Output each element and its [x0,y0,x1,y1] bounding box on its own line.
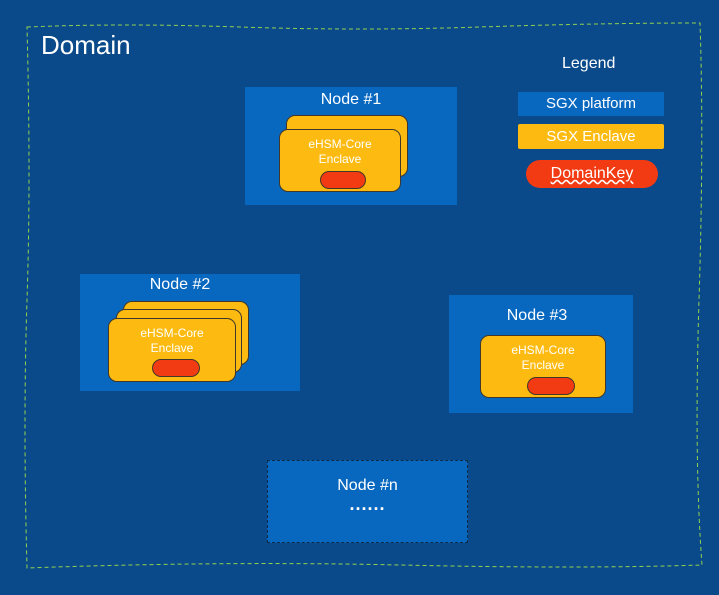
node-3: Node #3 eHSM-Core Enclave [449,295,633,413]
legend-sgx-enclave: SGX Enclave [518,124,664,149]
node-n-title: Node #n [337,477,398,494]
more-nodes-ellipsis: ...... [349,494,386,514]
enclave-label: eHSM-Core Enclave [511,343,575,372]
enclave-label: eHSM-Core Enclave [308,137,372,166]
node-2: Node #2 eHSM-Core Enclave [80,274,300,391]
domain-key [527,377,575,395]
ehsm-core-enclave: eHSM-Core Enclave [480,335,606,398]
node-1-title: Node #1 [320,91,382,108]
legend-title: Legend [562,55,616,72]
domain-title: Domain [41,30,131,60]
legend-domain-key: DomainKey [526,160,658,188]
ehsm-core-enclave: eHSM-Core Enclave [279,129,401,192]
node-1: Node #1 eHSM-Core Enclave [245,87,457,205]
node-n: Node #n ...... [267,460,468,543]
domain-key [152,359,200,377]
enclave-label: eHSM-Core Enclave [140,326,204,355]
legend-sgx-platform: SGX platform [518,92,664,116]
domain-key [320,171,366,189]
node-2-title: Node #2 [149,276,211,293]
node-3-title: Node #3 [506,307,568,324]
ehsm-core-enclave: eHSM-Core Enclave [108,318,236,382]
